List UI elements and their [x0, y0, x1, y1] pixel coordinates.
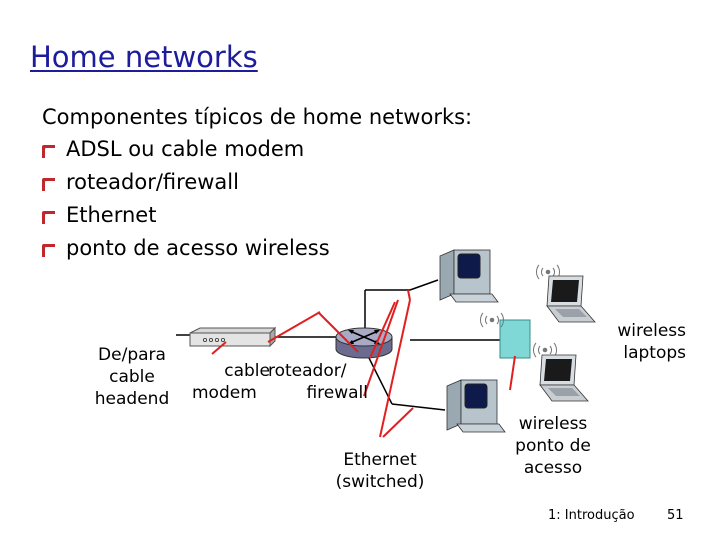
bullet-icon [42, 244, 55, 257]
bullet-text: roteador/firewall [66, 170, 239, 194]
bullet-item: ADSL ou cable modem [42, 137, 330, 170]
laptops-label-line: laptops [623, 343, 686, 363]
bullet-icon [42, 178, 55, 191]
page-number: 51 [667, 508, 684, 523]
bullet-item: roteador/firewall [42, 170, 330, 203]
ethernet-label: Ethernet (switched) [320, 449, 440, 493]
cable-modem-label: cable modem [192, 360, 270, 404]
cable-modem-label-line: cable [224, 361, 270, 381]
headend-label-line: De/para [98, 345, 166, 365]
cable-modem-label-line: modem [192, 383, 257, 403]
router-label-line: roteador/ [268, 361, 347, 381]
bullet-item: ponto de acesso wireless [42, 236, 330, 269]
slide-heading: Componentes típicos de home networks: [42, 105, 473, 129]
access-point-label: wireless ponto de acesso [500, 413, 606, 479]
slide-title: Home networks [30, 40, 258, 74]
wireless-signal-icon [479, 312, 505, 328]
desktop-pc-icon [446, 379, 506, 433]
laptop-icon [539, 354, 589, 402]
laptop-icon [546, 275, 596, 323]
bullet-text: ADSL ou cable modem [66, 137, 305, 161]
bullet-icon [42, 211, 55, 224]
router-label-line: firewall [306, 383, 368, 403]
headend-label-line: cable [109, 367, 155, 387]
ethernet-label-line: (switched) [335, 472, 425, 492]
access-point-label-line: ponto de [515, 436, 591, 456]
access-point-label-line: wireless [518, 414, 588, 434]
router-label: roteador/ firewall [268, 360, 368, 404]
bullet-text: Ethernet [66, 203, 157, 227]
access-point-icon [499, 319, 531, 359]
bullet-icon [42, 145, 55, 158]
headend-label: De/para cable headend [82, 344, 182, 410]
bullet-list: ADSL ou cable modem roteador/firewall Et… [42, 137, 330, 269]
footer-section: 1: Introdução [548, 508, 635, 523]
bullet-item: Ethernet [42, 203, 330, 236]
laptops-label: wireless laptops [596, 320, 686, 364]
bullet-text: ponto de acesso wireless [66, 236, 330, 260]
cable-modem-icon [189, 326, 277, 348]
label-pointers [211, 289, 516, 438]
ethernet-label-line: Ethernet [343, 450, 417, 470]
headend-label-line: headend [94, 389, 170, 409]
access-point-label-line: acesso [523, 458, 583, 478]
network-links [176, 279, 500, 411]
laptops-label-line: wireless [617, 321, 686, 341]
desktop-pc-icon [439, 249, 499, 303]
